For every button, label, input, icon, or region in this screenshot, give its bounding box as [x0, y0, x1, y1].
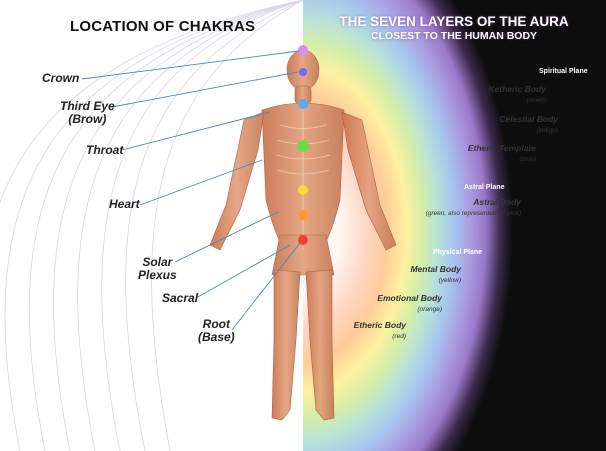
leader-line-heart [139, 159, 263, 206]
chakra-panel [0, 0, 303, 451]
aura-layer-ketheric: Ketheric Body (violet) [488, 84, 546, 106]
chakra-label-heart: Heart [109, 197, 140, 211]
leader-line-crown [81, 50, 300, 80]
figure-left-leg [271, 269, 301, 421]
figure-left-arm [209, 111, 265, 251]
chakra-label-third-eye-line2: (Brow) [68, 112, 107, 126]
aura-layer-etheric: Etheric Body (red) [354, 320, 406, 342]
aura-layer-mental: Mental Body (yellow) [410, 264, 461, 286]
chakra-dot-third-eye [299, 68, 307, 76]
leader-line-third-eye [111, 71, 299, 108]
aura-layer-emotional: Emotional Body (orange) [377, 293, 442, 315]
aura-layer-ketheric-note: (violet) [526, 97, 546, 104]
figure-right-leg [305, 269, 335, 421]
leader-line-throat [121, 111, 271, 151]
aura-layer-emotional-name: Emotional Body [377, 293, 442, 303]
chakra-label-solar-plexus-line2: Plexus [138, 268, 177, 282]
chakra-label-third-eye: Third Eye (Brow) [60, 100, 115, 126]
plane-physical: Physical Plane [433, 249, 483, 256]
chakra-label-sacral: Sacral [162, 291, 199, 305]
plane-spiritual: Spiritual Plane [539, 68, 588, 75]
figure-right-arm [341, 111, 397, 251]
aura-layer-celestial-note: (indigo) [536, 127, 558, 134]
chakra-label-solar-plexus: Solar Plexus [138, 256, 177, 282]
chakra-label-solar-plexus-line1: Solar [142, 255, 173, 269]
leader-line-sacral [195, 244, 291, 299]
plane-astral: Astral Plane [464, 184, 505, 191]
chakra-dot-throat [298, 99, 308, 109]
left-title: LOCATION OF CHAKRAS [70, 18, 256, 35]
aura-layer-etheric-template-name: Etheric Template [467, 143, 536, 153]
chakra-dot-crown [298, 45, 308, 55]
aura-layer-astral: Astral Body (green, also represented by … [426, 197, 521, 219]
aura-layer-celestial: Celestial Body (indigo) [499, 114, 558, 136]
leader-line-root [231, 242, 301, 331]
aura-layer-mental-name: Mental Body [410, 264, 461, 274]
leader-line-solar-plexus [174, 211, 279, 263]
chakra-label-crown: Crown [42, 71, 80, 85]
right-title: THE SEVEN LAYERS OF THE AURA CLOSEST TO … [316, 14, 592, 42]
aura-layer-etheric-note: (red) [392, 333, 406, 340]
aura-layer-ketheric-name: Ketheric Body [488, 84, 546, 94]
aura-layer-celestial-name: Celestial Body [499, 114, 558, 124]
aura-layer-astral-name: Astral Body [473, 197, 521, 207]
aura-layer-etheric-template-note: (blue) [519, 156, 536, 163]
right-title-line2: CLOSEST TO THE HUMAN BODY [370, 30, 538, 42]
chakra-dot-solar-plexus [298, 185, 308, 195]
chakra-dot-sacral [298, 210, 308, 220]
chakra-label-third-eye-line1: Third Eye [60, 99, 115, 113]
aura-layer-emotional-note: (orange) [417, 306, 442, 313]
chakra-label-root: Root (Base) [198, 318, 235, 344]
aura-layer-etheric-template: Etheric Template (blue) [468, 143, 536, 165]
aura-layer-etheric-name: Etheric Body [353, 320, 406, 330]
chakra-dot-heart [297, 140, 309, 152]
chakra-dot-root [298, 235, 308, 245]
aura-panel [303, 0, 606, 451]
right-title-line1: THE SEVEN LAYERS OF THE AURA [339, 14, 569, 29]
chakra-label-throat: Throat [86, 143, 124, 157]
chakra-label-root-line2: (Base) [198, 330, 235, 344]
chakra-label-root-line1: Root [202, 317, 230, 331]
aura-layer-astral-note: (green, also represented by pink) [425, 210, 521, 217]
aura-layer-mental-note: (yellow) [438, 277, 461, 284]
